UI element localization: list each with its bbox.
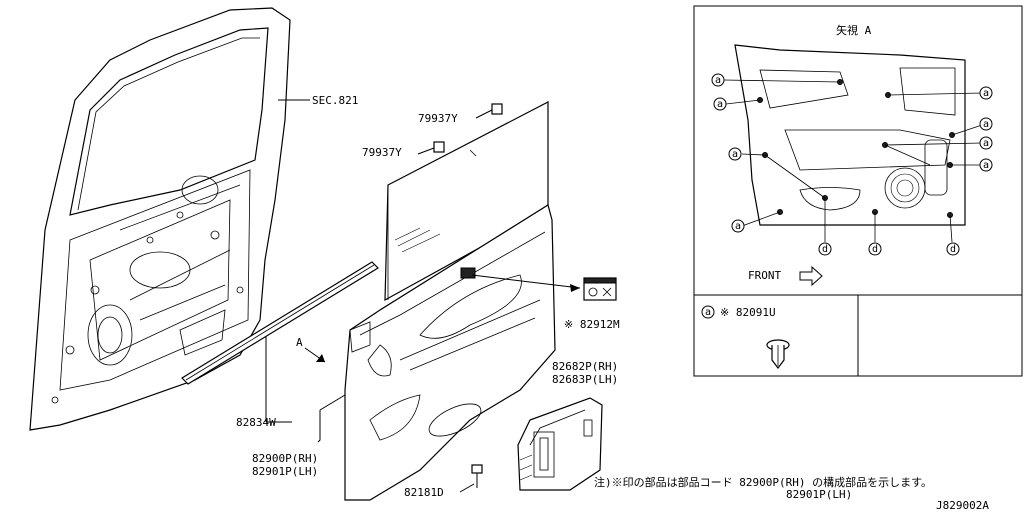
svg-text:a: a (983, 138, 989, 149)
svg-text:a: a (705, 307, 711, 318)
svg-text:d: d (872, 244, 878, 255)
clip-79937y-lower[interactable] (417, 141, 445, 155)
svg-text:a: a (732, 149, 738, 160)
screw-82181d[interactable] (471, 464, 483, 488)
label-82900p-rh[interactable]: 82900P(RH) (252, 452, 318, 465)
svg-text:a: a (717, 99, 723, 110)
label-82682p-rh[interactable]: 82682P(RH) (552, 360, 618, 373)
clip-mark (469, 149, 477, 157)
label-82091u[interactable]: ※ 82091U (720, 306, 776, 319)
label-82912m-leader (471, 274, 581, 289)
weatherstrip[interactable] (181, 261, 379, 385)
svg-text:d: d (822, 244, 828, 255)
svg-text:a: a (983, 119, 989, 130)
svg-text:a: a (983, 88, 989, 99)
label-82834w[interactable]: 82834W (236, 416, 276, 429)
label-82912m[interactable]: ※ 82912M (564, 318, 620, 331)
front-arrow-icon (799, 265, 823, 287)
svg-text:a: a (715, 75, 721, 86)
view-a-box (693, 5, 1023, 377)
note-line-1: 注)※印の部品は部品コード 82900P(RH) の構成部品を示します。 (594, 475, 932, 489)
trim-panel-leader (317, 410, 321, 443)
callout-d-1: d (818, 242, 832, 256)
callout-a-2: a (713, 97, 727, 111)
sealing-screen[interactable] (384, 101, 549, 302)
clip-82091u[interactable] (766, 339, 790, 369)
callout-a-6: a (979, 117, 993, 131)
callout-d-3: d (946, 242, 960, 256)
drawing-number: J829002A (936, 499, 989, 512)
callout-a-5: a (979, 86, 993, 100)
caution-label-82912m[interactable] (583, 277, 617, 301)
label-82901p-lh[interactable]: 82901P(LH) (252, 465, 318, 478)
label-arrow-a: A (296, 336, 303, 349)
label-front: FRONT (748, 269, 781, 282)
inside-handle-escutcheon[interactable] (517, 397, 603, 491)
view-arrow-a (304, 347, 326, 363)
svg-text:d: d (950, 244, 956, 255)
trim-panel-leader-2 (319, 394, 346, 411)
callout-a-3: a (728, 147, 742, 161)
callout-a-7: a (979, 136, 993, 150)
callouts (723, 79, 983, 243)
trim-panel-back-view[interactable] (734, 44, 966, 226)
label-82181d[interactable]: 82181D (404, 486, 444, 499)
label-79937y-upper[interactable]: 79937Y (418, 112, 458, 125)
note-line-2: 82901P(LH) (786, 488, 852, 501)
clip-82091u-legend: a (701, 305, 715, 319)
svg-text:a: a (735, 221, 741, 232)
label-view-a: 矢視 A (836, 23, 872, 37)
label-79937y-lower[interactable]: 79937Y (362, 146, 402, 159)
door-inner-panel[interactable] (29, 7, 291, 431)
screw-leader (459, 483, 475, 493)
callout-a-4: a (731, 219, 745, 233)
label-82683p-lh[interactable]: 82683P(LH) (552, 373, 618, 386)
clip-79937y-upper[interactable] (475, 103, 503, 119)
callout-d-2: d (868, 242, 882, 256)
callout-a-8: a (979, 158, 993, 172)
svg-text:a: a (983, 160, 989, 171)
label-sec821[interactable]: SEC.821 (312, 94, 358, 107)
callout-a-1: a (711, 73, 725, 87)
